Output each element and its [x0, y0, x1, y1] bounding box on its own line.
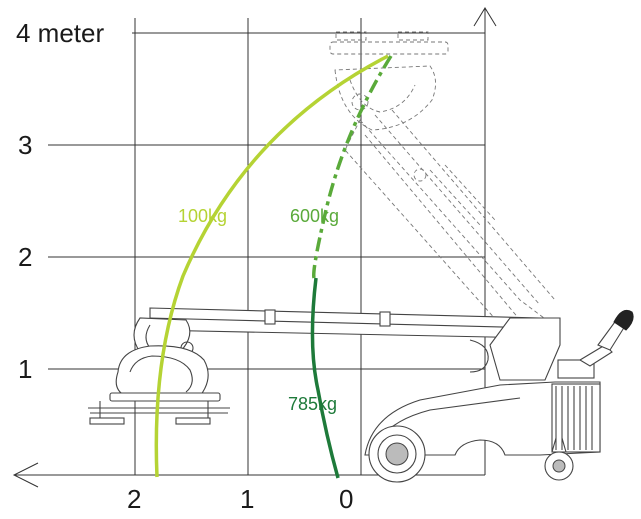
label-100kg: 100kg — [178, 206, 227, 226]
lifting-machine — [364, 309, 634, 483]
y-axis-arrow — [473, 7, 497, 27]
x-tick-2: 2 — [127, 484, 141, 514]
x-tick-0: 0 — [339, 484, 353, 514]
label-600kg: 600kg — [290, 206, 339, 226]
y-tick-3: 3 — [18, 130, 32, 160]
handle-grip — [613, 309, 634, 331]
label-785kg: 785kg — [288, 394, 337, 414]
x-ticks: 2 1 0 — [127, 484, 353, 514]
load-curves — [154, 54, 393, 479]
raised-arm-ghost — [329, 31, 561, 361]
y-tick-4: 4 meter — [16, 18, 104, 48]
x-axis-arrow — [12, 462, 39, 488]
curve-labels: 100kg 600kg 785kg — [178, 206, 339, 414]
y-tick-1: 1 — [18, 354, 32, 384]
x-tick-1: 1 — [240, 484, 254, 514]
y-ticks: 4 meter 3 2 1 — [16, 18, 104, 384]
lowered-arm — [88, 307, 541, 425]
curve-600kg — [312, 55, 393, 279]
curve-100kg — [154, 54, 389, 478]
curve-785kg — [310, 277, 340, 479]
y-tick-2: 2 — [18, 242, 32, 272]
